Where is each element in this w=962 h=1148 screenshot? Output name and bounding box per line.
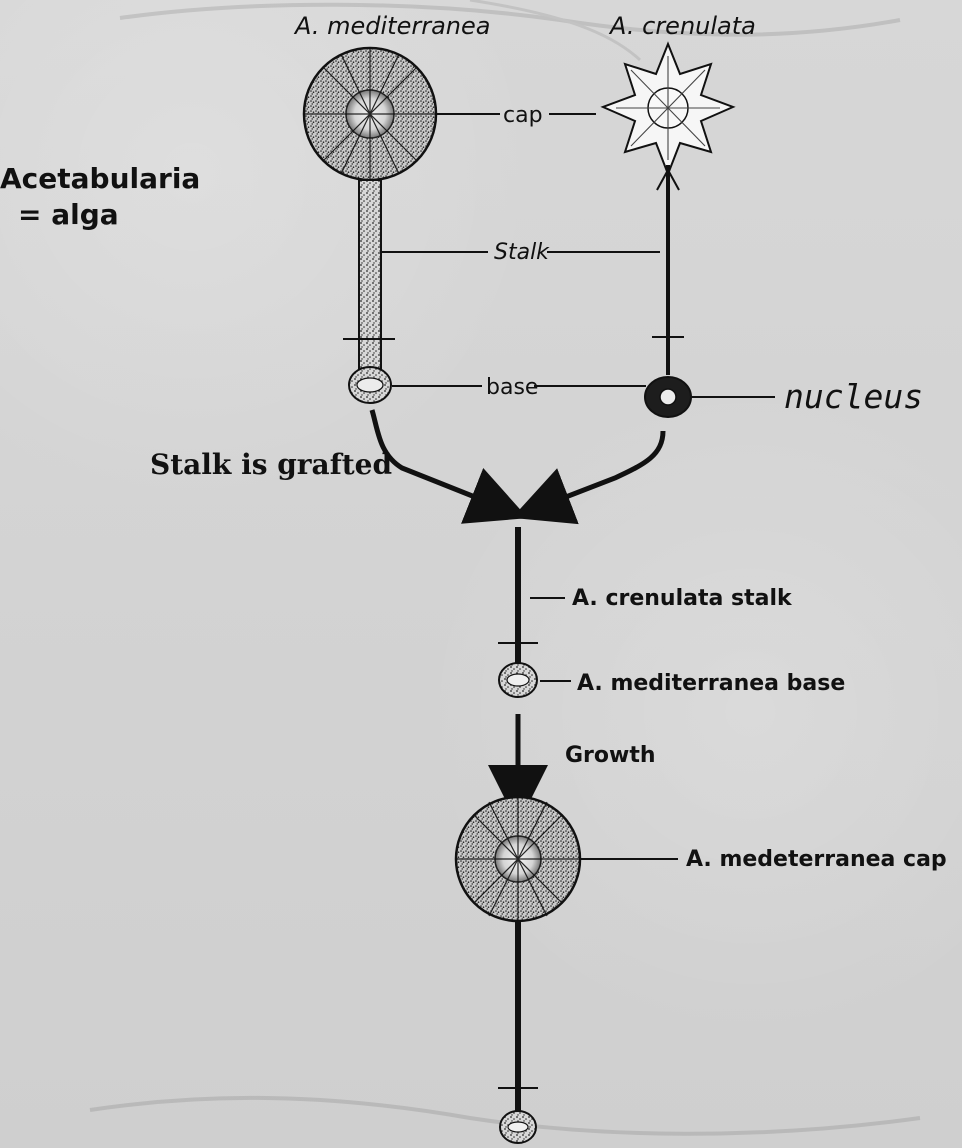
cap-label: cap — [503, 103, 543, 128]
mediterranea-stalk — [359, 180, 381, 370]
mediterranea-plant — [304, 48, 436, 403]
stalk-label: Stalk — [494, 240, 550, 265]
side-title-line1: Acetabularia — [0, 162, 200, 195]
background-watermark — [90, 0, 920, 1134]
right-graft-arrow — [540, 431, 663, 507]
resulting-organism — [456, 797, 580, 1143]
base-label: base — [486, 375, 538, 400]
grafted-stalk-label: A. crenulata stalk — [572, 586, 793, 611]
side-title-line2: = alga — [18, 198, 119, 231]
growth-label: Growth — [565, 743, 656, 768]
part-label-lines — [382, 114, 775, 397]
header-left: A. mediterranea — [293, 12, 490, 40]
nucleus-dot — [660, 389, 676, 405]
result-label: A. medeterranea cap — [686, 847, 947, 872]
grafted-base-label: A. mediterranea base — [577, 671, 845, 696]
grafted-label-lines — [530, 598, 571, 681]
nucleus-label: nucleus — [784, 377, 923, 416]
graft-label: Stalk is grafted — [150, 448, 392, 481]
header-right: A. crenulata — [608, 12, 756, 40]
grafted-organism — [498, 527, 538, 697]
crenulata-plant — [603, 44, 733, 417]
